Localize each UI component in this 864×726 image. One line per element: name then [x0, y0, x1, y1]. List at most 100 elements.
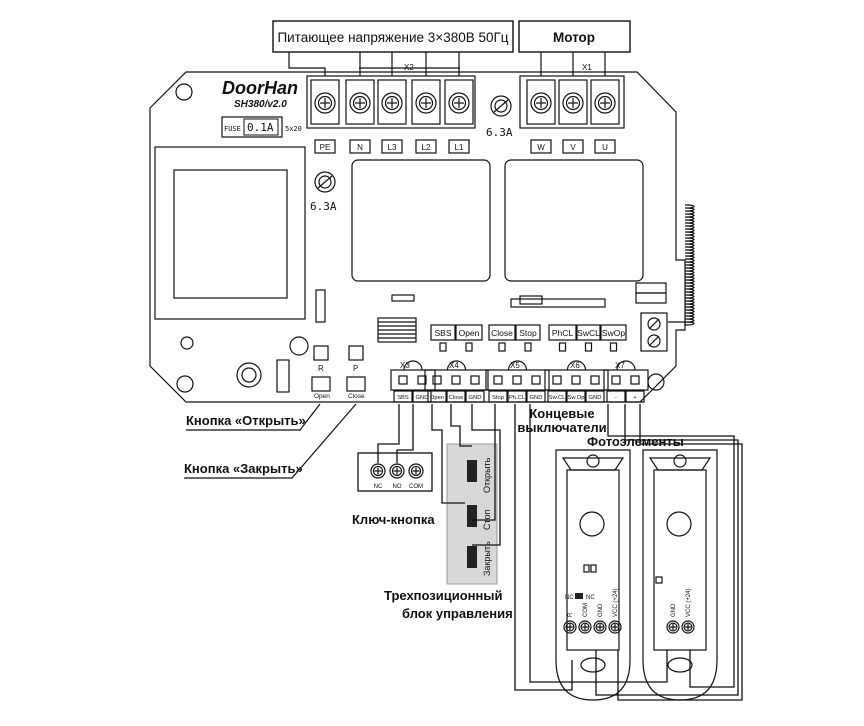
onboard-close-button[interactable]: Close [346, 376, 366, 400]
capacitor [315, 289, 326, 323]
svg-text:U: U [602, 143, 608, 152]
indicator-swcl: SwCL [576, 324, 601, 352]
fuse-big-2: 6.3A [486, 95, 513, 139]
photocell-terminal: VCC (+24) [681, 588, 695, 634]
svg-text:Open: Open [459, 328, 480, 338]
svg-text:X4: X4 [449, 361, 459, 370]
svg-text:R: R [568, 612, 574, 617]
connector-part [519, 295, 543, 305]
svg-text:X1: X1 [582, 63, 592, 72]
svg-text:Концевые: Концевые [529, 406, 594, 421]
indicator-stop: Stop [515, 324, 541, 352]
svg-text:NC: NC [565, 595, 574, 601]
svg-text:VCC (+24): VCC (+24) [613, 588, 619, 617]
terminal-w: W [526, 79, 556, 154]
svg-text:PE: PE [320, 143, 331, 152]
terminal-l1: L1 [444, 79, 474, 154]
svg-text:X5: X5 [510, 361, 520, 370]
mount-hole [175, 83, 193, 101]
motor-label: Мотор [553, 30, 595, 45]
key-terminal-com: COM [408, 463, 424, 490]
svg-text:COM: COM [409, 484, 423, 490]
photocell-second: GND VCC (+24) [642, 449, 718, 701]
svg-text:SwCL: SwCL [577, 328, 600, 338]
svg-text:Close: Close [348, 393, 365, 400]
indicator-open: Open [455, 324, 483, 352]
svg-text:NO: NO [393, 484, 402, 490]
svg-text:Ph.CL: Ph.CL [509, 395, 526, 401]
terminal-u: U [590, 79, 620, 154]
terminal-v: V [558, 79, 588, 154]
svg-text:GND: GND [530, 395, 543, 401]
photocell-terminal: R [563, 612, 577, 634]
svg-text:X3: X3 [400, 361, 410, 370]
radio-button-p[interactable]: P [348, 345, 364, 373]
photocell-terminal: GND [666, 603, 680, 634]
motor-terminal-block: X1 W V U [519, 63, 625, 154]
photocells-label: Фотоэлементы [587, 434, 684, 449]
onboard-open-button[interactable]: Open [311, 376, 331, 400]
model-label: SH380/v2.0 [234, 99, 287, 110]
svg-text:L1: L1 [455, 143, 464, 152]
antenna-terminal [640, 312, 668, 352]
svg-text:VCC (+24): VCC (+24) [686, 588, 692, 617]
svg-text:Close: Close [449, 395, 464, 401]
key-terminal-nc: NC [370, 463, 386, 490]
indicator-sbs: SBS [430, 324, 456, 352]
terminal-block: Stop Ph.CL GND [485, 360, 550, 403]
svg-text:SwOp: SwOp [602, 328, 625, 338]
svg-text:SBS: SBS [434, 328, 451, 338]
switch-close: Закрыть [467, 541, 492, 576]
svg-text:X7: X7 [615, 361, 625, 370]
svg-text:Stop: Stop [492, 395, 504, 401]
svg-text:0.1A: 0.1A [247, 121, 274, 134]
motor-label-box: Мотор [518, 20, 631, 53]
key-switch-label: Ключ-кнопка [352, 512, 435, 527]
photocell-terminal: COM [578, 603, 592, 634]
wiring [377, 404, 743, 701]
svg-text:GND: GND [416, 395, 429, 401]
svg-text:Трехпозиционный: Трехпозиционный [384, 588, 502, 603]
svg-text:L3: L3 [388, 143, 397, 152]
terminal-l2: L2 [411, 79, 441, 154]
terminal-l3: L3 [377, 79, 407, 154]
svg-text:блок управления: блок управления [402, 606, 513, 621]
supply-label-box: Питающее напряжение 3×380В 50Гц [272, 20, 514, 53]
svg-text:PhCL: PhCL [552, 328, 574, 338]
mount-hole [176, 375, 194, 393]
radio-button-r[interactable]: R [313, 345, 329, 373]
fuse-big-1: 6.3A [310, 171, 337, 213]
svg-text:Sw.CL: Sw.CL [549, 395, 567, 401]
board-outline [149, 71, 686, 403]
indicator-swop: SwOp [600, 324, 627, 352]
antenna-coil [668, 204, 695, 326]
svg-text:FUSE: FUSE [224, 125, 241, 133]
transformer [154, 146, 306, 320]
terminal-pe: PE [310, 79, 340, 154]
mount-hole [647, 373, 665, 391]
svg-text:Открыть: Открыть [482, 457, 492, 493]
bottom-terminal-block-names: X3 X4 X5 X6 X7 [400, 361, 625, 370]
svg-text:Кнопка «Открыть»: Кнопка «Открыть» [186, 413, 306, 428]
svg-text:GND: GND [598, 603, 604, 617]
chip [377, 317, 417, 343]
svg-text:Кнопка «Закрыть»: Кнопка «Закрыть» [184, 461, 303, 476]
svg-text:V: V [570, 143, 576, 152]
radio-module [635, 282, 667, 304]
buzzer [236, 362, 262, 388]
svg-text:Stop: Stop [519, 328, 537, 338]
svg-text:Close: Close [491, 328, 513, 338]
terminal-n: N [345, 79, 375, 154]
photocell-terminal: GND [593, 603, 607, 634]
svg-text:NC: NC [374, 484, 383, 490]
supply-label: Питающее напряжение 3×380В 50Гц [277, 30, 508, 45]
svg-text:L2: L2 [422, 143, 431, 152]
three-position-label: Трехпозиционный блок управления [384, 588, 513, 621]
key-switch: NC NO COM [357, 452, 433, 492]
